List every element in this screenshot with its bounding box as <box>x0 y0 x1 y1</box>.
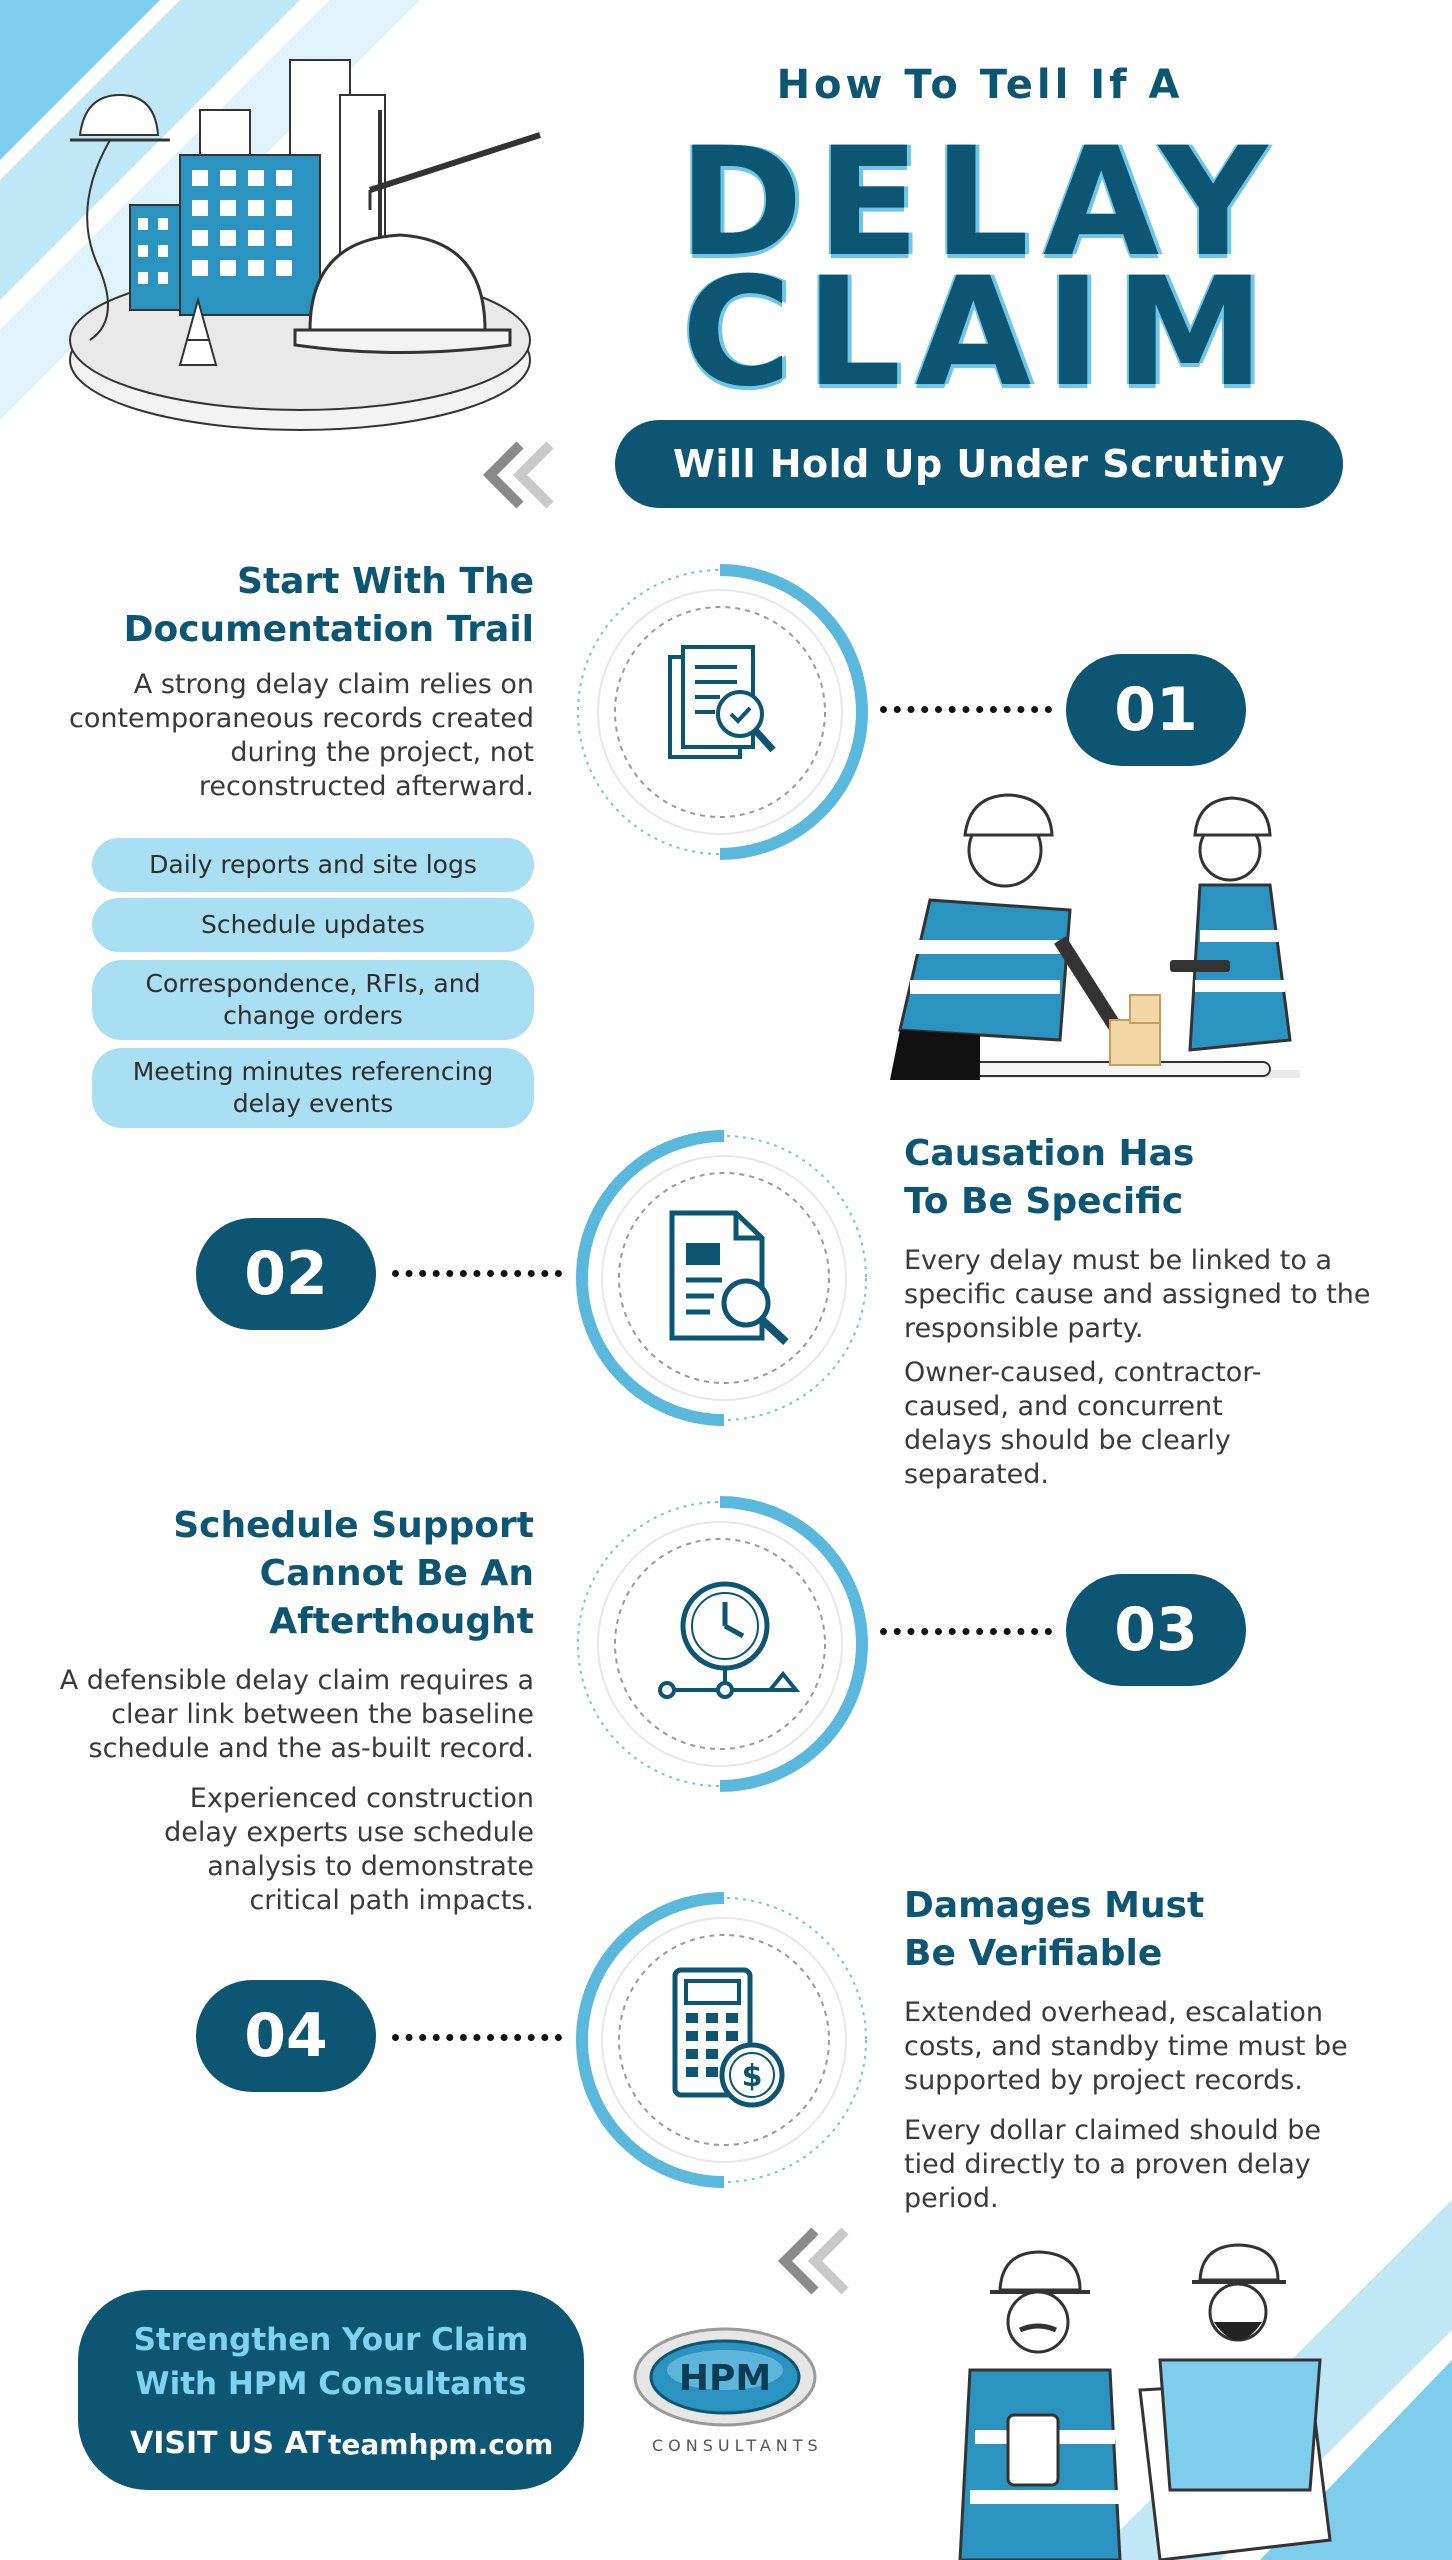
section1-item-3: Correspondence, RFIs, and change orders <box>92 960 534 1040</box>
workers-blueprint-illustration <box>958 2243 1332 2560</box>
hpm-logo: HPM <box>633 2327 817 2427</box>
double-chevron-left-icon-bottom <box>777 2227 849 2295</box>
section1-heading: Start With The Documentation Trail <box>123 561 534 650</box>
section1-paragraph: A strong delay claim relies on contempor… <box>68 669 534 802</box>
section3-paragraph-2: Experienced construction delay experts u… <box>164 1783 534 1916</box>
section2-number: 02 <box>196 1218 376 1330</box>
section2-connector <box>392 1270 562 1277</box>
section2-heading: Causation Has To Be Specific <box>904 1133 1195 1222</box>
title-word-delay: DELAY <box>678 116 1282 290</box>
calculator-dollar-icon: $ <box>672 1967 785 2108</box>
logo-subtext: CONSULTANTS <box>652 2436 823 2455</box>
section1-connector <box>880 706 1052 713</box>
section4-paragraph-1: Extended overhead, escalation costs, and… <box>904 1997 1348 2096</box>
cta-panel[interactable]: Strengthen Your Claim With HPM Consultan… <box>78 2290 584 2490</box>
report-magnifier-icon <box>669 1210 789 1345</box>
section2-paragraph-1: Every delay must be linked to a specific… <box>904 1245 1371 1344</box>
section4-number: 04 <box>196 1980 376 2092</box>
title-line1: How To Tell If A <box>776 62 1184 108</box>
section3-heading: Schedule Support Cannot Be An Afterthoug… <box>173 1505 534 1642</box>
section4-connector <box>392 2034 562 2041</box>
svg-text:$: $ <box>742 2059 763 2094</box>
section2-paragraph-2: Owner-caused, contractor-caused, and con… <box>904 1357 1262 1490</box>
logo-mark: HPM <box>679 2358 771 2399</box>
section3-number: 03 <box>1066 1574 1246 1686</box>
title-banner: Will Hold Up Under Scrutiny <box>615 420 1343 508</box>
section4-heading: Damages Must Be Verifiable <box>904 1885 1205 1974</box>
section3-paragraph-1: A defensible delay claim requires a clea… <box>59 1665 534 1764</box>
section3-connector <box>880 1628 1052 1635</box>
title-word-claim: CLAIM <box>681 246 1279 420</box>
workers-planning-illustration <box>890 793 1300 1080</box>
section1-item-2: Schedule updates <box>92 898 534 952</box>
construction-city-illustration <box>69 59 541 431</box>
section4-paragraph-2: Every dollar claimed should be tied dire… <box>904 2115 1322 2214</box>
section1-number: 01 <box>1066 654 1246 766</box>
document-search-icon <box>668 645 776 759</box>
cta-url-link[interactable]: teamhpm.com <box>328 2428 554 2461</box>
cta-visit-label: VISIT US AT <box>130 2426 326 2461</box>
cta-headline: Strengthen Your Claim With HPM Consultan… <box>133 2322 529 2402</box>
section1-item-1: Daily reports and site logs <box>92 838 534 892</box>
double-chevron-left-icon <box>482 441 554 509</box>
section1-item-4: Meeting minutes referencing delay events <box>92 1048 534 1128</box>
clock-timeline-icon <box>658 1581 801 1699</box>
